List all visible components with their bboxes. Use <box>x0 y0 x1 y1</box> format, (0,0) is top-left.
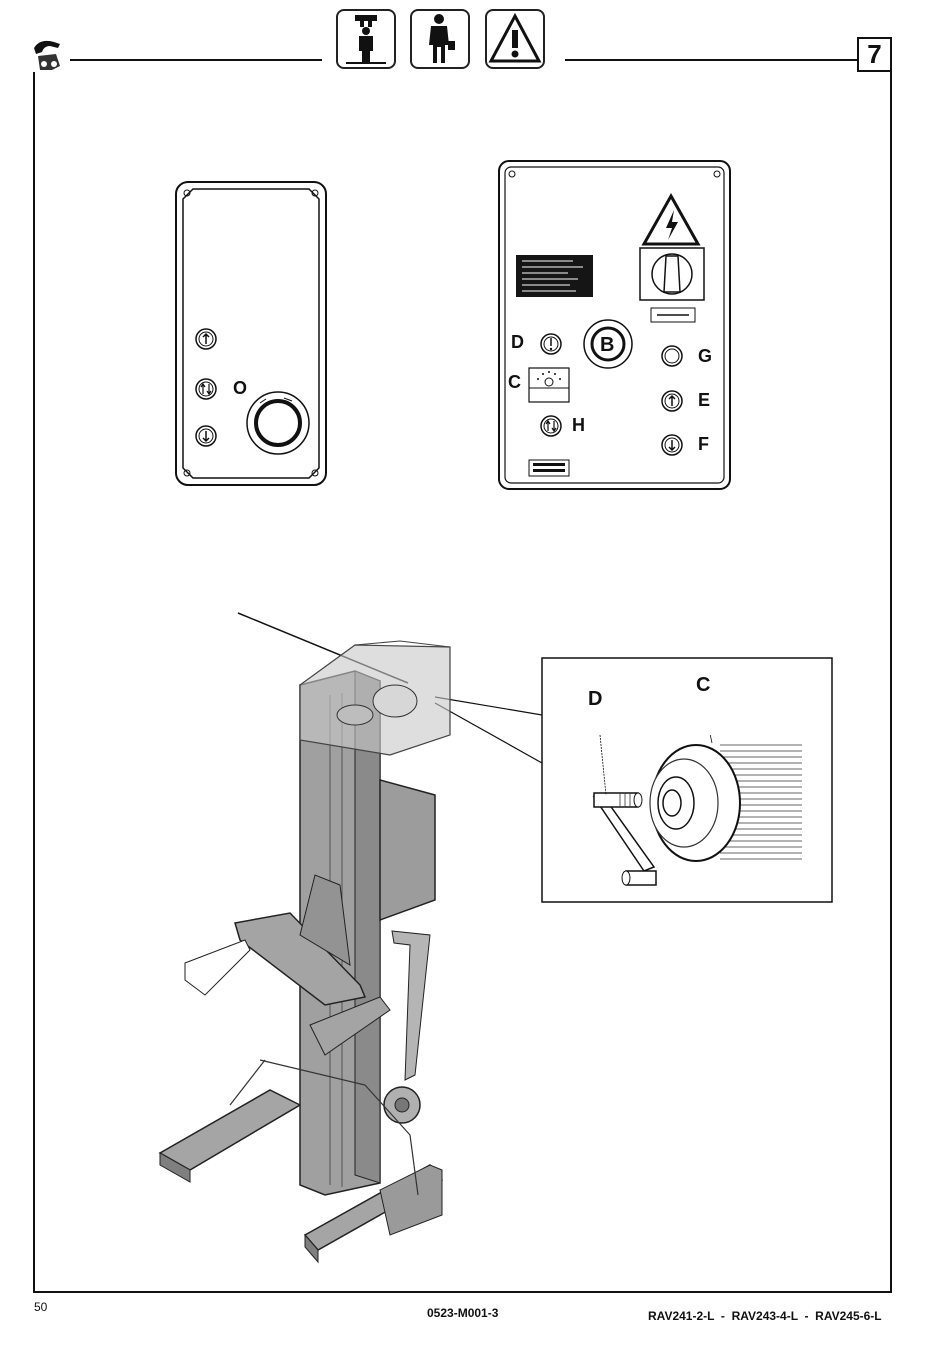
gauge-c <box>528 367 570 403</box>
header-rule-left <box>70 59 322 61</box>
label-f: F <box>698 434 709 455</box>
column-lift-illustration <box>150 605 850 1285</box>
button-h[interactable] <box>539 414 563 438</box>
down-button[interactable] <box>194 424 218 448</box>
crank-detail <box>580 735 802 895</box>
brand-logo <box>30 36 66 76</box>
label-b: B <box>600 334 614 357</box>
up-button[interactable] <box>194 327 218 351</box>
label-d: D <box>511 332 524 353</box>
button-e[interactable] <box>660 389 684 413</box>
footer-page-number: 50 <box>34 1300 47 1314</box>
frame-right <box>890 72 892 1293</box>
label-c: C <box>508 372 521 393</box>
lamp-g <box>660 344 684 368</box>
header-rule-right <box>565 59 857 61</box>
selector-switch-left[interactable] <box>244 389 312 457</box>
button-f[interactable] <box>660 433 684 457</box>
footer-models: RAV241-2-L - RAV243-4-L - RAV245-6-L <box>648 1309 882 1323</box>
operator-icon <box>410 9 470 69</box>
footer-doc-code: 0523-M001-3 <box>427 1306 498 1320</box>
detail-label-d: D <box>588 688 602 711</box>
warning-triangle-icon <box>485 9 545 69</box>
page-number-box: 7 <box>857 37 892 72</box>
detail-label-c: C <box>696 674 710 697</box>
frame-bottom <box>33 1291 892 1293</box>
frame-left <box>33 72 35 1293</box>
lifting-operator-icon <box>336 9 396 69</box>
label-e: E <box>698 390 710 411</box>
label-g: G <box>698 346 712 367</box>
button-d[interactable] <box>539 332 563 356</box>
updown-button[interactable] <box>194 377 218 401</box>
label-h: H <box>572 415 585 436</box>
